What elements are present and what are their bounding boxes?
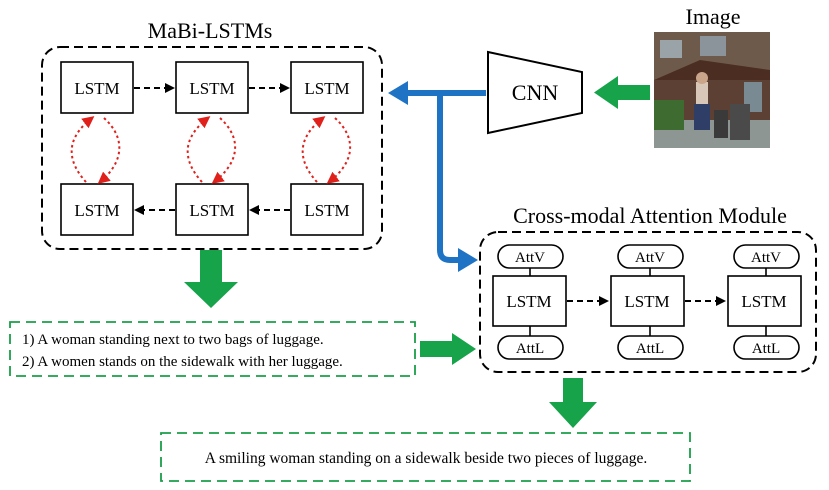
red-loop-1: [70, 116, 121, 184]
lstm-label: LSTM: [74, 79, 119, 98]
cam-connectors: [529, 268, 767, 336]
final-caption-box: [160, 432, 691, 482]
lstm-label: LSTM: [506, 292, 551, 311]
red-loop-2: [186, 116, 236, 184]
image-to-cnn-arrow: [594, 76, 650, 109]
cam-lstm: [727, 275, 802, 327]
attl-label: AttL: [636, 341, 664, 357]
candidate-caption-2: 2) A women stands on the sidewalk with h…: [22, 354, 343, 370]
cam-lstm: [610, 275, 685, 327]
attv-label: AttV: [635, 250, 665, 266]
cam-title: Cross-modal Attention Module: [513, 203, 787, 228]
attl-label: AttL: [516, 341, 544, 357]
cnn-block: [487, 50, 583, 135]
attv-label: AttV: [751, 250, 781, 266]
captions-to-cam-arrow: [420, 333, 476, 365]
candidate-caption-1: 1) A woman standing next to two bags of …: [22, 332, 324, 348]
mabi-lstm-bottom-2: LSTM: [175, 183, 249, 236]
cam-to-final-arrow: [549, 378, 597, 428]
input-image-thumbnail: [654, 32, 770, 148]
attl-label: AttL: [752, 341, 780, 357]
mabi-lstms-container: [41, 46, 383, 250]
lstm-label: LSTM: [741, 292, 786, 311]
cam-unit-2: AttV LSTM AttL: [610, 244, 685, 360]
mabi-lstm-bottom-3: LSTM: [290, 183, 364, 236]
lstm-label: LSTM: [189, 79, 234, 98]
lstm-label: LSTM: [304, 201, 349, 220]
cam-unit-1: AttV LSTM AttL: [492, 244, 567, 360]
lstm-label: LSTM: [304, 79, 349, 98]
mabi-lstm-top-2: LSTM: [175, 61, 249, 114]
cnn-label: CNN: [512, 80, 559, 105]
mabi-lstms-title: MaBi-LSTMs: [148, 18, 273, 43]
lstm-label: LSTM: [624, 292, 669, 311]
final-caption: A smiling woman standing on a sidewalk b…: [205, 450, 648, 467]
red-loop-3: [301, 116, 351, 184]
lstm-label: LSTM: [74, 201, 119, 220]
image-title: Image: [686, 4, 741, 29]
cam-container: [479, 231, 817, 373]
mabi-to-captions-arrow: [184, 250, 238, 308]
lstm-label: LSTM: [189, 201, 234, 220]
cam-unit-3: AttV LSTM AttL: [727, 244, 802, 360]
mabi-lstm-top-1: LSTM: [60, 61, 134, 114]
candidate-captions-box: [9, 321, 416, 377]
cnn-feature-arrows: [388, 81, 486, 272]
mabi-lstm-top-3: LSTM: [290, 61, 364, 114]
mabi-lstm-bottom-1: LSTM: [60, 183, 134, 236]
attv-label: AttV: [515, 250, 545, 266]
